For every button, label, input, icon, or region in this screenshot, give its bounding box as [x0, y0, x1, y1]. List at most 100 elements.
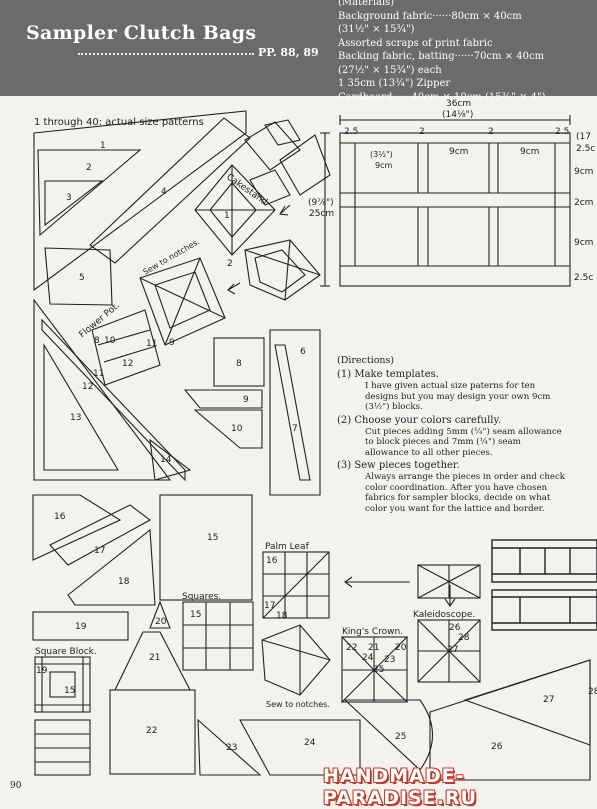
- pattern-piece-5: [44, 247, 113, 306]
- piece-number: 6: [300, 347, 306, 357]
- piece-number: 20: [395, 643, 407, 653]
- diagram-height-label: 25cm: [309, 209, 334, 219]
- pattern-piece-1: [33, 110, 247, 292]
- kaleidoscope-block: [417, 564, 481, 683]
- diagram-col-label: 2.5: [555, 127, 569, 137]
- page-reference: PP. 88, 89: [258, 46, 319, 59]
- materials-heading: (Materials): [338, 0, 395, 8]
- piece-number: 1: [224, 211, 230, 221]
- pattern-piece-25: [344, 699, 433, 771]
- materials-line: Assorted scraps of print fabric: [338, 37, 493, 49]
- piece-number: 27: [543, 695, 554, 705]
- diagram-inner-cm: 9cm: [375, 161, 392, 170]
- piece-number: 23: [384, 655, 395, 665]
- piece-number: 23: [226, 743, 237, 753]
- watermark: HANDMADE-PARADISE.RU: [323, 765, 478, 809]
- pattern-piece-18: [67, 528, 156, 606]
- piece-number: 25: [395, 732, 406, 742]
- arrow-icon: [279, 204, 291, 216]
- piece-number: 21: [368, 643, 379, 653]
- diagram-col-label: 2: [419, 127, 425, 137]
- flower-pot-block: [91, 257, 226, 386]
- arrow-icon: [444, 585, 456, 607]
- diagram-right-label: 2.5c: [576, 144, 595, 154]
- kings-crown-block: [261, 624, 409, 703]
- piece-number: 10: [104, 336, 116, 346]
- piece-number: 9: [243, 395, 249, 405]
- diagram-col-label: 2.5: [344, 127, 358, 137]
- piece-number: 22: [346, 643, 357, 653]
- piece-number: 19: [75, 622, 87, 632]
- piece-number: 14: [160, 455, 172, 465]
- materials-line: (27½" × 15¾") each: [338, 64, 442, 76]
- pattern-piece-19: [32, 611, 129, 641]
- bag-layout-diagram: [320, 115, 571, 287]
- piece-number: 11: [93, 369, 104, 379]
- pattern-piece-26: [429, 659, 591, 781]
- palm-leaf-block: [262, 551, 330, 619]
- block-name-sew-notches: Sew to notches.: [266, 700, 330, 709]
- materials-line: (31½" × 15¾"): [338, 24, 415, 35]
- pattern-piece-22: [109, 689, 196, 775]
- piece-number: 11: [146, 339, 157, 349]
- page-header: Sampler Clutch Bags PP. 88, 89 (Material…: [0, 0, 597, 103]
- block-name-kings-crown: King's Crown.: [342, 627, 403, 637]
- step-title: (1) Make templates.: [337, 369, 439, 380]
- page-number: 90: [10, 781, 22, 791]
- block-name-square-block: Square Block.: [35, 647, 97, 657]
- block-name-flower-pot: Flower Pot.: [78, 301, 122, 341]
- pattern-piece-12: [33, 298, 172, 481]
- block-name-palm-leaf: Palm Leaf: [265, 542, 310, 552]
- diagram-right-label: 9cm: [574, 167, 593, 177]
- piece-number: 4: [161, 187, 167, 197]
- patterns-note: 1 through 40: actual size patterns: [34, 117, 204, 128]
- piece-number: 20: [155, 617, 167, 627]
- pattern-piece-8: [213, 337, 265, 387]
- pattern-piece-27: [463, 659, 591, 746]
- piece-number: 24: [304, 738, 316, 748]
- pattern-piece-7: [274, 344, 311, 481]
- arrow-icon: [344, 576, 410, 588]
- piece-number: 1: [100, 141, 106, 151]
- piece-number: 16: [266, 556, 278, 566]
- piece-number: 21: [149, 653, 160, 663]
- direction-step: (1) Make templates. I have given actual …: [337, 369, 565, 413]
- piece-number: 19: [36, 666, 48, 676]
- piece-number: 28: [458, 633, 470, 643]
- piece-number: 12: [82, 382, 93, 392]
- pattern-piece-16: [32, 494, 122, 561]
- piece-number: 3: [66, 193, 72, 203]
- page-title: Sampler Clutch Bags: [26, 22, 257, 44]
- piece-number: 8: [94, 336, 100, 346]
- piece-number: 13: [70, 413, 81, 423]
- piece-number: 26: [449, 623, 461, 633]
- diagram-right-label: 2.5c: [574, 273, 593, 283]
- step-body: I have given actual size paterns for ten…: [365, 381, 551, 412]
- piece-number: 10: [231, 424, 243, 434]
- dotted-leader: [78, 53, 254, 55]
- diagram-right-label: 9cm: [574, 238, 593, 248]
- materials-list: (Materials) Background fabric······80cm …: [338, 0, 597, 104]
- block-name-squares: Squares.: [182, 592, 221, 602]
- diagram-block-label: 9cm: [520, 147, 539, 157]
- diagram-right-label: 2cm: [574, 198, 593, 208]
- piece-number: 8: [236, 359, 242, 369]
- piece-number: 28: [588, 687, 597, 697]
- pattern-piece-24: [239, 719, 361, 776]
- finished-bag-strips: [491, 539, 597, 631]
- pattern-piece-9: [183, 389, 263, 409]
- piece-number: 17: [264, 601, 275, 611]
- piece-number: 17: [94, 546, 105, 556]
- pattern-piece-17: [49, 504, 152, 566]
- materials-line: 1 35cm (13¾") Zipper: [338, 78, 451, 89]
- piece-number: 2: [227, 259, 233, 269]
- step-title: (3) Sew pieces together.: [337, 460, 460, 471]
- arrow-icon: [227, 282, 241, 295]
- piece-number: 9: [169, 338, 175, 348]
- block-name-sew-notches: Sew to notches.: [142, 237, 202, 277]
- piece-number: 22: [146, 726, 157, 736]
- step-body: Cut pieces adding 5mm (¼") seam allowanc…: [365, 426, 562, 458]
- sew-notches-block-1: [244, 239, 321, 301]
- piece-number: 25: [373, 665, 384, 675]
- piece-number: 26: [491, 742, 503, 752]
